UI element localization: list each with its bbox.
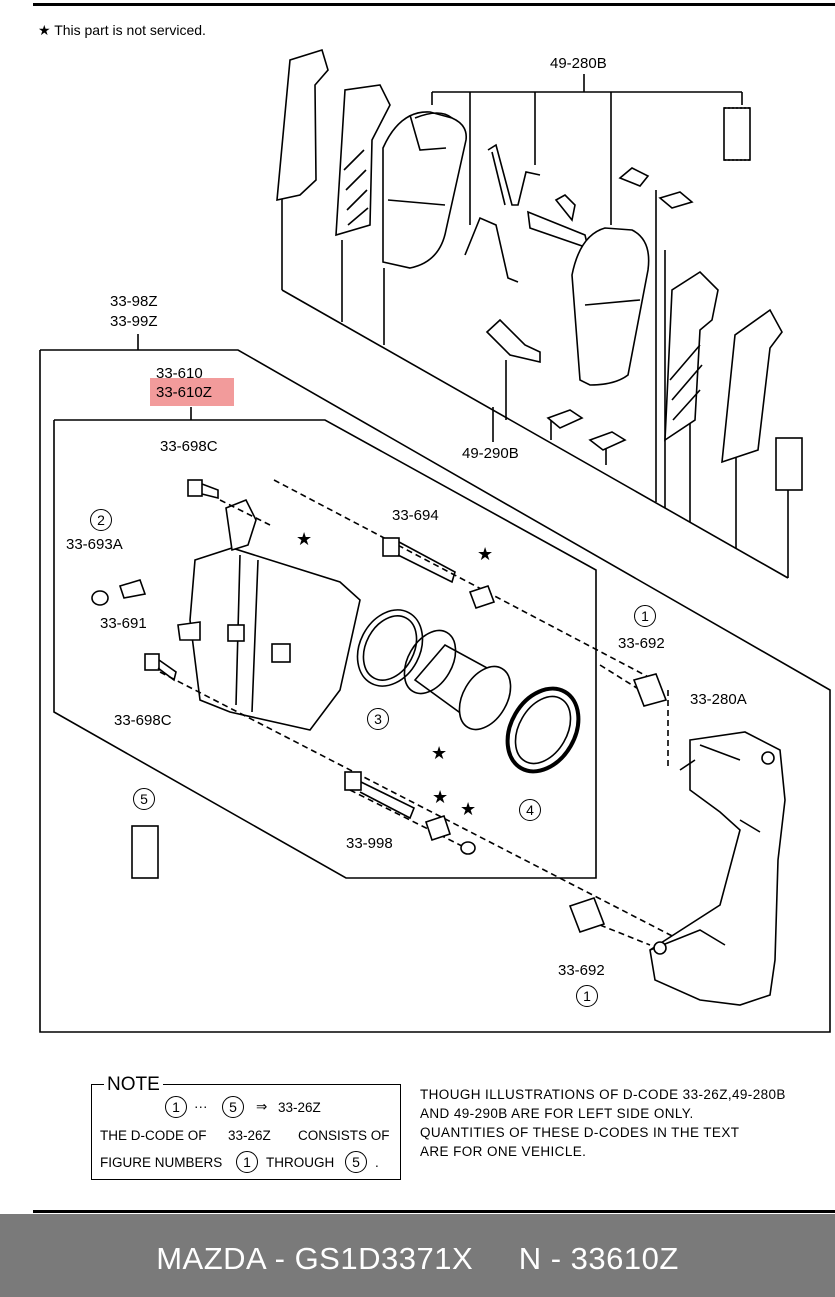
callout-1-bottom: 1 (576, 985, 598, 1007)
pad-clip-top-right (618, 167, 694, 209)
callout-1-top: 1 (634, 605, 656, 627)
brake-pad-left (382, 111, 468, 269)
bolt-33-698c-top (187, 479, 219, 500)
right-note-line2: AND 49-290B ARE FOR LEFT SIDE ONLY. (420, 1106, 694, 1121)
note-line3-c: THROUGH (266, 1155, 335, 1170)
note-line3-b: 1 (236, 1151, 258, 1173)
footer-spacer (473, 1241, 519, 1276)
note-title: NOTE (104, 1074, 163, 1096)
label-33-98z: 33-98Z (110, 293, 158, 310)
note-box (91, 1084, 401, 1180)
label-33-692-top: 33-692 (618, 635, 665, 652)
note-arrow: ⇒ (256, 1099, 268, 1114)
star-bush: ★ (460, 799, 477, 819)
footer-bar (0, 1214, 835, 1297)
note-range-dots: ··· (194, 1099, 208, 1114)
right-note-line4: ARE FOR ONE VEHICLE. (420, 1144, 587, 1159)
label-33-693a: 33-693A (66, 536, 123, 553)
caliper-body (177, 498, 361, 731)
highlight-33-610z (150, 378, 234, 406)
grease-packet-top-right (723, 107, 751, 161)
note-range-from: 1 (165, 1096, 187, 1118)
small-bush (460, 841, 476, 855)
note-range-to: 5 (222, 1096, 244, 1118)
footer-caption: MAZDA - GS1D3371X N - 33610Z (0, 1241, 835, 1277)
sleeve-upper (468, 584, 496, 610)
guide-pin-33-694 (382, 537, 456, 584)
note-line2-c: CONSISTS OF (298, 1128, 390, 1143)
star-sleeve-lower: ★ (432, 787, 449, 807)
label-33-692-bottom: 33-692 (558, 962, 605, 979)
boot-33-692-bottom (568, 896, 606, 934)
label-33-610z: 33-610Z (156, 384, 212, 401)
right-note-line1: THOUGH ILLUSTRATIONS OF D-CODE 33-26Z,49… (420, 1087, 786, 1102)
label-33-691: 33-691 (100, 615, 147, 632)
bleeder-33-691 (118, 579, 147, 599)
footer-rule (33, 1210, 835, 1213)
footer-code: 33610Z (570, 1241, 679, 1276)
wear-indicator (527, 194, 590, 250)
pad-spring-lower (464, 216, 519, 283)
shim-left (335, 84, 391, 237)
pad-clip-upper (485, 318, 541, 364)
star-sleeve-upper: ★ (477, 544, 494, 564)
boot-33-692-top (632, 673, 668, 707)
note-line3-d: 5 (345, 1151, 367, 1173)
pad-clip-lower (546, 409, 627, 451)
label-49-290b: 49-290B (462, 445, 519, 462)
callout-4: 4 (519, 799, 541, 821)
footer-n-label: N (518, 1241, 542, 1276)
callout-2: 2 (90, 509, 112, 531)
callout-5: 5 (133, 788, 155, 810)
note-line2-b: 33-26Z (228, 1128, 271, 1143)
label-33-698c-top: 33-698C (160, 438, 218, 455)
cap-33-693a (91, 590, 109, 606)
grease-packet-mid-right (775, 437, 803, 491)
note-line3-a: FIGURE NUMBERS (100, 1155, 223, 1170)
anti-squeal-plate-left (276, 48, 329, 202)
label-33-698c-bottom: 33-698C (114, 712, 172, 729)
star-caliper: ★ (296, 529, 313, 549)
star-piston: ★ (431, 743, 448, 763)
callout-3: 3 (367, 708, 389, 730)
footer-part-number: GS1D3371X (294, 1241, 474, 1276)
footer-sep2: - (541, 1241, 571, 1276)
anti-squeal-plate-right (721, 308, 783, 464)
bolt-33-698c-bottom (144, 653, 177, 682)
dust-boot (505, 686, 581, 774)
label-33-280a: 33-280A (690, 691, 747, 708)
assembly-frame-outline (39, 349, 831, 1033)
label-33-694: 33-694 (392, 507, 439, 524)
note-line3-e: . (375, 1155, 379, 1170)
footer-sep1: - (265, 1241, 295, 1276)
footer-brand: MAZDA (156, 1241, 266, 1276)
piston-seal (356, 609, 424, 687)
top-rule (33, 3, 835, 6)
brake-pad-right (571, 227, 650, 386)
label-33-99z: 33-99Z (110, 313, 158, 330)
not-serviced-note: ★ This part is not serviced. (38, 22, 206, 38)
note-range-target: 33-26Z (278, 1100, 321, 1115)
label-33-998: 33-998 (346, 835, 393, 852)
label-49-280b: 49-280B (550, 55, 607, 72)
caliper-bracket (649, 731, 786, 1006)
grease-packet-left (131, 825, 159, 879)
label-33-610: 33-610 (156, 365, 203, 382)
shim-right (664, 270, 719, 442)
sleeve-lower (424, 814, 452, 842)
caliper-frame-outline (53, 419, 597, 879)
note-line2-a: THE D-CODE OF (100, 1128, 207, 1143)
pad-spring-upper (487, 143, 541, 206)
right-note-line3: QUANTITIES OF THESE D-CODES IN THE TEXT (420, 1125, 740, 1140)
guide-pin-33-998 (344, 771, 416, 820)
piston (403, 629, 512, 731)
